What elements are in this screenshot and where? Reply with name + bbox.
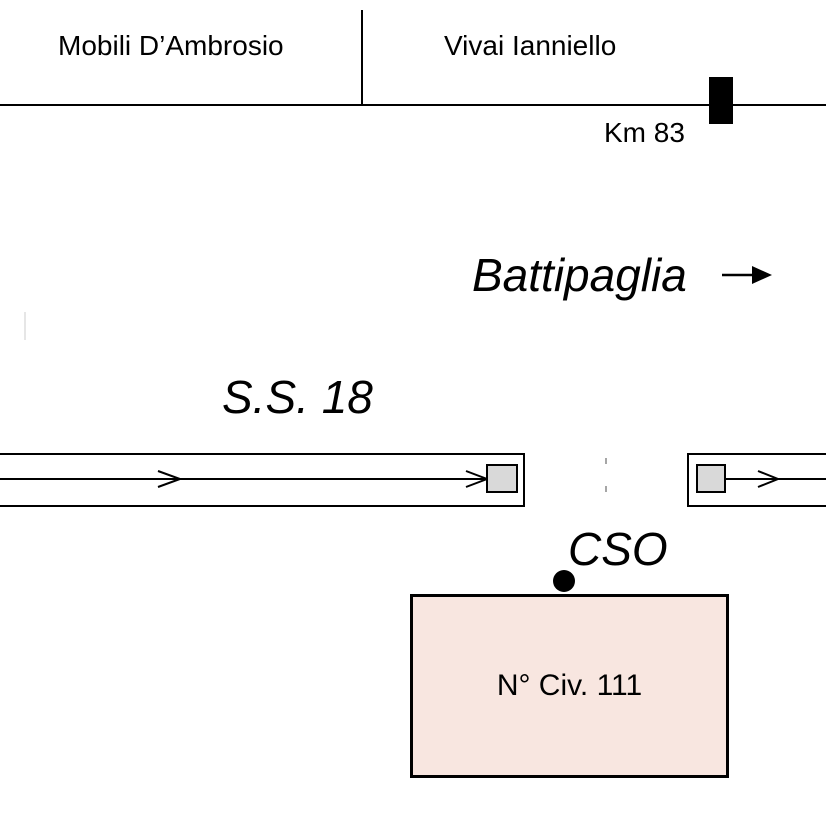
road-name-label: S.S. 18 xyxy=(222,371,373,423)
manhole-box-right xyxy=(696,464,726,493)
km-marker-label: Km 83 xyxy=(604,117,685,148)
store-label-mobili: Mobili D’Ambrosio xyxy=(58,30,284,61)
road-section-right xyxy=(687,453,826,507)
cso-point-marker xyxy=(553,570,575,592)
km-marker-post xyxy=(709,77,733,124)
flow-chevron-icon xyxy=(757,470,781,488)
manhole-box-left xyxy=(486,464,518,493)
cso-label: CSO xyxy=(568,523,668,575)
building-block: N° Civ. 111 xyxy=(410,594,729,778)
flow-chevron-icon xyxy=(157,470,183,488)
direction-city-label: Battipaglia xyxy=(472,249,687,301)
building-number-label: N° Civ. 111 xyxy=(496,669,643,702)
road-section-left xyxy=(0,453,525,507)
store-label-vivai: Vivai Ianniello xyxy=(444,30,617,61)
direction-arrow-icon xyxy=(722,266,772,284)
